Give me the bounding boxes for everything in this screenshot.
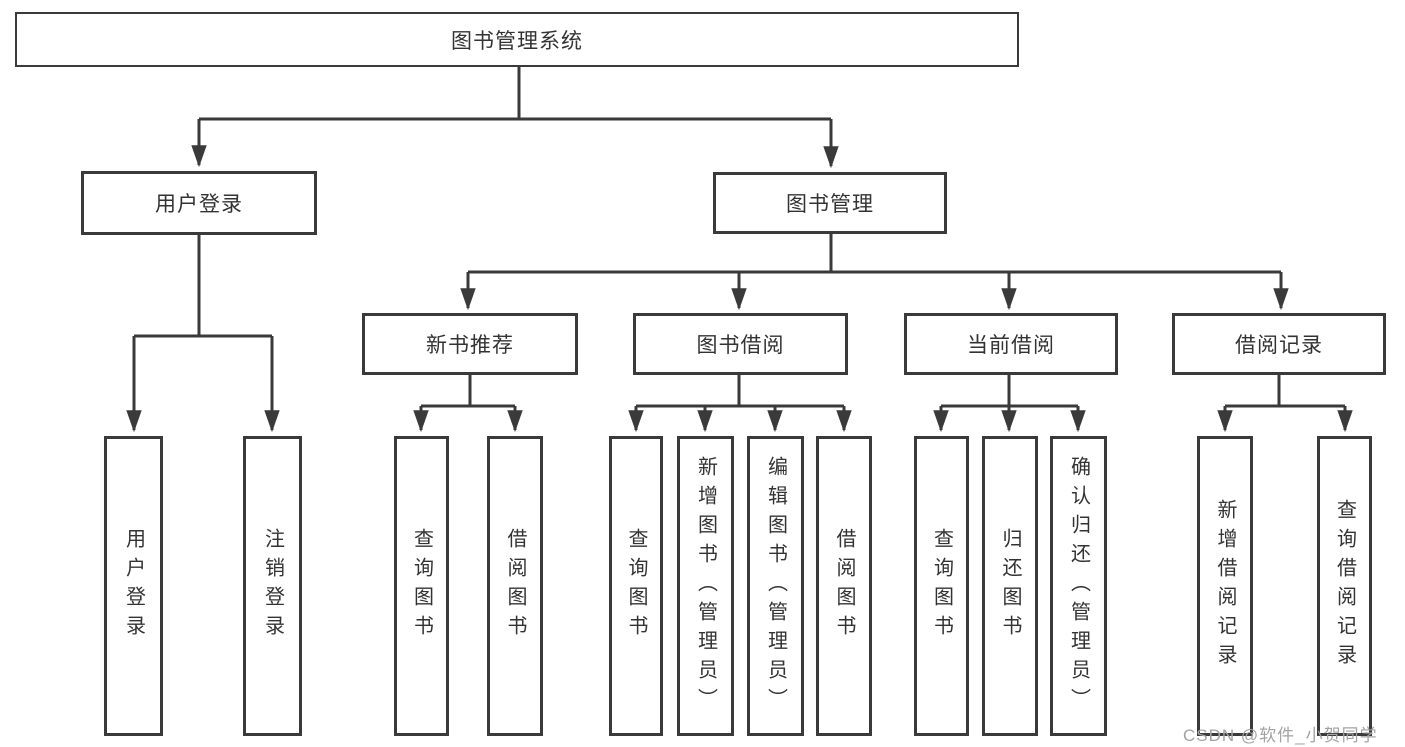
node-user-login-branch: 用户登录 xyxy=(81,171,317,235)
node-bb-edit-books-admin: 编辑图书（管理员） xyxy=(747,436,804,736)
node-library-system: 图书管理系统 xyxy=(15,12,1019,67)
node-bb-edit-books-admin-label: 编辑图书（管理员） xyxy=(764,455,787,717)
node-br-add-record: 新增借阅记录 xyxy=(1197,436,1253,736)
node-br-query-record: 查询借阅记录 xyxy=(1317,436,1372,736)
node-book-borrowing: 图书借阅 xyxy=(633,313,848,375)
node-cb-return-books: 归还图书 xyxy=(982,436,1038,736)
node-library-system-label: 图书管理系统 xyxy=(451,29,583,53)
node-bb-borrow-books: 借阅图书 xyxy=(816,436,872,736)
node-borrowing-records: 借阅记录 xyxy=(1172,313,1386,375)
node-bb-add-books-admin-label: 新增图书（管理员） xyxy=(694,455,717,717)
node-bb-query-books-label: 查询图书 xyxy=(625,528,647,644)
node-nb-query-books: 查询图书 xyxy=(394,436,449,736)
node-nb-borrow-books-label: 借阅图书 xyxy=(504,528,526,644)
node-book-management: 图书管理 xyxy=(713,172,947,234)
node-br-add-record-label: 新增借阅记录 xyxy=(1214,499,1236,673)
node-book-borrowing-label: 图书借阅 xyxy=(696,334,785,357)
node-cb-query-books-label: 查询图书 xyxy=(930,528,953,644)
node-cb-confirm-return-admin: 确认归还（管理员） xyxy=(1050,436,1107,736)
node-nb-query-books-label: 查询图书 xyxy=(410,528,433,644)
node-bb-add-books-admin: 新增图书（管理员） xyxy=(677,436,734,736)
node-current-borrowing-label: 当前借阅 xyxy=(967,334,1055,357)
node-login-label: 用户登录 xyxy=(122,528,145,644)
node-user-login-branch-label: 用户登录 xyxy=(155,193,243,216)
node-cb-confirm-return-admin-label: 确认归还（管理员） xyxy=(1067,455,1090,717)
node-cb-return-books-label: 归还图书 xyxy=(999,528,1021,644)
node-br-query-record-label: 查询借阅记录 xyxy=(1333,499,1356,673)
node-cb-query-books: 查询图书 xyxy=(914,436,969,736)
node-borrowing-records-label: 借阅记录 xyxy=(1235,334,1323,357)
node-current-borrowing: 当前借阅 xyxy=(904,313,1118,375)
node-bb-query-books: 查询图书 xyxy=(609,436,663,736)
node-bb-borrow-books-label: 借阅图书 xyxy=(833,528,855,644)
node-new-book-recommend: 新书推荐 xyxy=(362,313,578,375)
node-logout-label: 注销登录 xyxy=(261,528,284,644)
node-book-management-label: 图书管理 xyxy=(786,193,874,216)
node-login: 用户登录 xyxy=(104,436,163,736)
node-new-book-recommend-label: 新书推荐 xyxy=(426,334,514,357)
node-logout: 注销登录 xyxy=(243,436,302,736)
node-nb-borrow-books: 借阅图书 xyxy=(487,436,543,736)
csdn-watermark: CSDN @软件_小贺同学 xyxy=(1183,726,1378,745)
